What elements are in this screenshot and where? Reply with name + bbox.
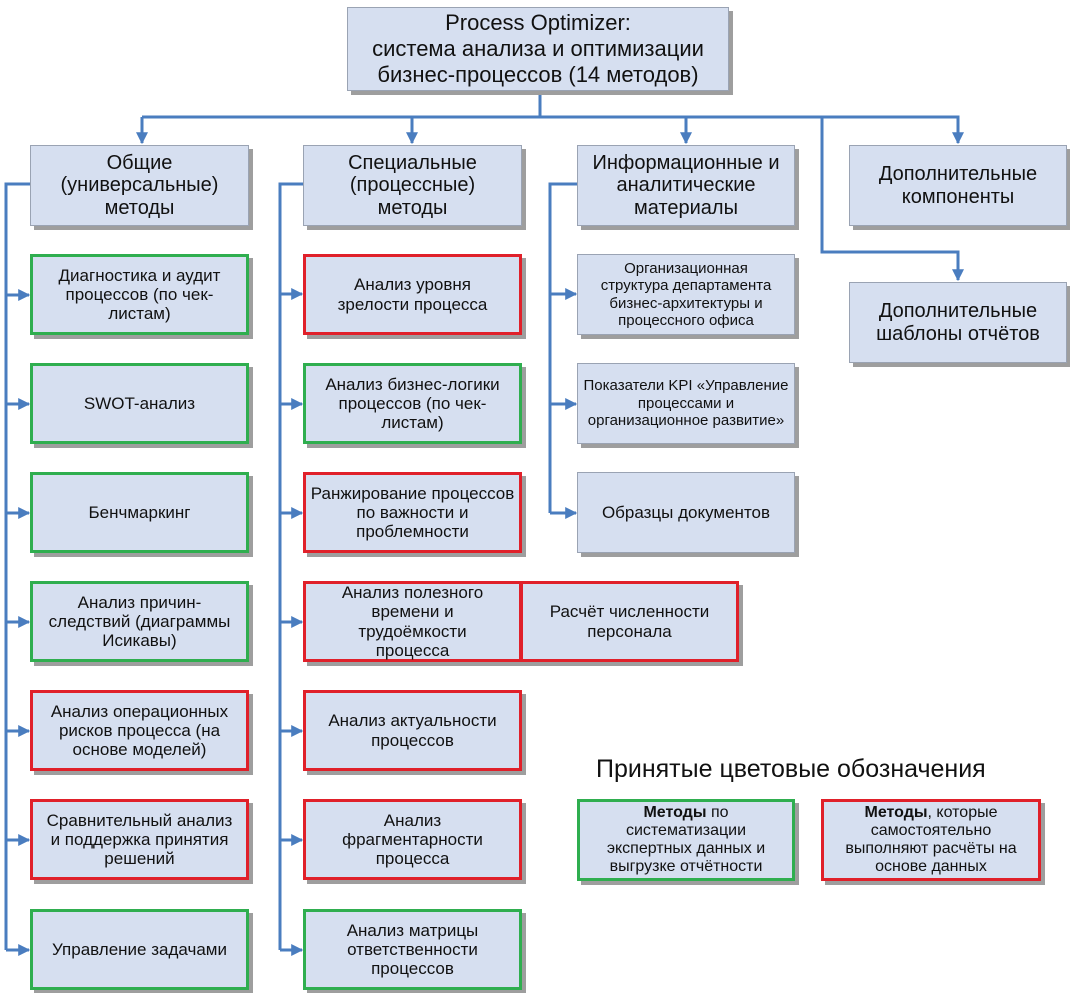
category-general: Общие (универсальные) методы xyxy=(30,145,249,226)
category-templates: Дополнительные шаблоны отчётов xyxy=(849,282,1067,363)
method-maturity-level: Анализ уровня зрелости процесса xyxy=(303,254,522,335)
arrow-to-additional xyxy=(822,115,964,145)
legend-green-text: Методы по систематизации экспертных данн… xyxy=(590,804,782,876)
method-comparative-analysis: Сравнительный анализ и поддержка приняти… xyxy=(30,799,249,880)
legend-red: Методы, которые самостоятельно выполняют… xyxy=(821,799,1041,881)
legend-green-bold: Методы xyxy=(643,804,707,822)
category-additional: Дополнительные компоненты xyxy=(849,145,1067,226)
method-headcount: Расчёт численности персонала xyxy=(520,581,739,662)
method-business-logic: Анализ бизнес-логики процессов (по чек-л… xyxy=(303,363,522,444)
method-operational-risks: Анализ операционных рисков процесса (на … xyxy=(30,690,249,771)
info-kpi: Показатели KPI «Управление процессами и … xyxy=(577,363,795,444)
method-fragmentation: Анализ фрагментарности процесса xyxy=(303,799,522,880)
category-special: Специальные (процессные) методы xyxy=(303,145,522,226)
root-title-line2: система анализа и оптимизации xyxy=(372,36,704,62)
method-swot: SWOT-анализ xyxy=(30,363,249,444)
method-diagnostics-audit: Диагностика и аудит процессов (по чек-ли… xyxy=(30,254,249,335)
method-cause-effect: Анализ причин-следствий (диаграммы Исика… xyxy=(30,581,249,662)
legend-title: Принятые цветовые обозначения xyxy=(596,755,986,783)
root-title-line1: Process Optimizer: xyxy=(445,10,631,36)
method-responsibility-matrix: Анализ матрицы ответственности процессов xyxy=(303,909,522,990)
method-useful-time: Анализ полезного времени и трудоёмкости … xyxy=(303,581,522,662)
root-title-line3: бизнес-процессов (14 методов) xyxy=(377,61,699,87)
info-org-structure: Организационная структура департамента б… xyxy=(577,254,795,335)
method-process-ranking: Ранжирование процессов по важности и про… xyxy=(303,472,522,553)
root-node: Process Optimizer: система анализа и опт… xyxy=(347,7,729,91)
info-document-samples: Образцы документов xyxy=(577,472,795,553)
legend-green-rest: по систематизации экспертных данных и вы… xyxy=(606,804,766,875)
category-info: Информационные и аналитические материалы xyxy=(577,145,795,226)
legend-red-bold: Методы xyxy=(864,804,928,822)
method-task-management: Управление задачами xyxy=(30,909,249,990)
method-relevance: Анализ актуальности процессов xyxy=(303,690,522,771)
method-benchmarking: Бенчмаркинг xyxy=(30,472,249,553)
legend-red-text: Методы, которые самостоятельно выполняют… xyxy=(834,804,1028,876)
legend-green: Методы по систематизации экспертных данн… xyxy=(577,799,795,881)
arrow-to-templates xyxy=(820,117,964,282)
legend-red-rest: , которые самостоятельно выполняют расчё… xyxy=(845,804,1017,875)
